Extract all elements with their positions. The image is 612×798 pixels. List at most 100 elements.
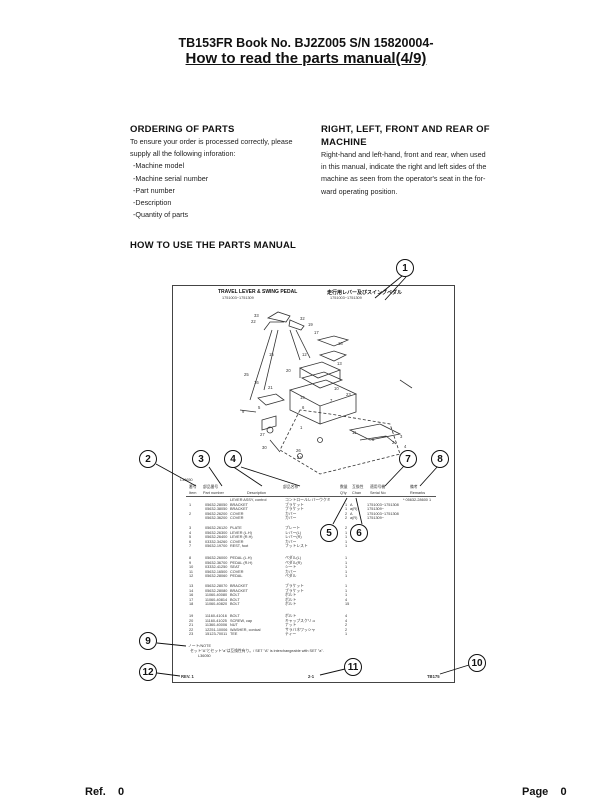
table-cell: レバー(L) [285,530,302,535]
table-cell: 05632-26120 [205,526,228,530]
table-cell: A [350,511,353,516]
table-cell: カバー [285,569,297,574]
table-cell: 1 [345,535,348,540]
table-cell: COVER [230,516,244,521]
table-cell: REST, foot [230,544,249,549]
note-text: セット"A"とセット"a"は互換性有り。/ SET "A" is interch… [190,649,324,653]
table-cell: 15123-70011 [205,632,228,637]
callout-8: 8 [431,450,449,468]
table-cell: WASHER, conical [230,627,261,632]
table-cell: 13 [189,584,194,588]
sample-title-en: TRAVEL LEVER & SWING PEDAL [218,289,298,295]
ordering-intro: To ensure your order is processed correc… [130,137,293,146]
table-cell: 11 [189,569,193,574]
table-cell: レバー(R) [285,535,302,540]
sample-serial-en: 1751003~1751309 [222,296,254,300]
diagram-part-label: 12 [302,352,307,357]
diagram-part-label: 1 [300,425,303,430]
table-cell: 1 [345,560,348,565]
table-cell: 16 [189,593,194,598]
table-cell: 2 [345,516,348,521]
table-cell: 20 [189,618,194,623]
table-cell: 21 [189,623,194,628]
diagram-part-label: 24 [297,455,302,460]
table-cell: BOLT [230,614,240,618]
table-cell: TEE [230,632,238,637]
ref-label-text: Ref. [85,786,106,798]
column-header: Description [247,491,266,495]
ordering-list-item: -Part number [133,185,175,195]
callout-2: 2 [139,450,157,468]
table-cell: 11360-40006 [205,623,228,628]
column-header: Remarks [410,491,426,495]
orientation-title-2: MACHINE [321,137,367,148]
diagram-part-label: 25 [244,372,249,377]
diagram-part-label: 26 [296,448,301,453]
table-cell: 12 [189,574,194,579]
table-cell: 1 [345,565,348,570]
column-header: Serial No [370,491,386,495]
diagram-part-label: 5 [258,405,261,410]
page-title: How to read the parts manual(4/9) [0,50,612,67]
ref-value: 0 [118,786,125,798]
table-cell: COVER [230,511,244,516]
diagram-part-label: 22 [251,319,256,324]
table-cell: a(R) [350,516,358,521]
callout-10: 10 [468,654,486,672]
table-cell: ペダル(R) [285,560,302,565]
table-cell: * 05632-28600 1 [403,498,432,502]
table-cell: 8 [189,556,192,560]
table-cell: 2 [345,526,348,530]
table-cell: ボルト [285,614,297,618]
page-number: Page 0 [522,786,567,798]
table-cell: 2 [189,511,192,516]
table-cell: 18 [189,602,194,607]
ordering-list-item: -Description [133,198,172,208]
table-cell: 12251-10006 [205,627,228,632]
table-cell: 4 [345,618,348,623]
diagram-part-label: 21 [268,385,273,390]
note-code: L36050 [198,654,211,658]
ordering-title: ORDERING OF PARTS [130,124,235,135]
table-cell: BRACKET [230,507,248,512]
table-cell: 19 [189,614,194,618]
table-cell: プレート [285,526,301,530]
table-cell: LEVER (R.H) [230,535,253,540]
callout-4: 4 [224,450,242,468]
diagram-part-label: 2 [392,440,395,445]
table-cell: 1 [345,588,348,593]
table-cell: 11060-40814 [205,597,228,602]
table-cell: 05632-26400 [205,535,228,540]
table-cell: 7 [189,544,192,549]
table-cell: ボルト [285,593,297,598]
table-cell: PEDAL (R.H) [230,560,253,565]
diagram-part-label: 10 [334,386,339,391]
table-cell: ボルト [285,597,297,602]
table-cell: カバー [285,511,297,516]
table-cell: 5 [189,535,192,540]
orientation-title: RIGHT, LEFT, FRONT AND REAR OF [321,124,490,135]
column-header: 部品番号 [203,485,219,489]
column-header: Chan [352,491,362,495]
column-header: 数量 [340,485,348,489]
table-cell: サラバネワッシャ [285,627,316,632]
sample-serial-jp: 1751003~1751309 [330,296,362,300]
table-cell: 3 [189,526,192,530]
diagram-part-label: 9 [242,409,245,414]
sample-title-jp: 走行用レバー及びスイングペダル [327,290,403,296]
page-value: 0 [560,786,567,798]
page-label-text: Page [522,786,549,798]
diagram-part-label: 18 [338,341,343,346]
ordering-list-item: -Machine serial number [133,173,209,183]
callout-3: 3 [192,450,210,468]
table-cell: LEVER (L.H) [230,530,252,535]
diagram-part-label: 30 [262,445,267,450]
table-cell: 1751003~1751308 [367,511,399,516]
table-cell: ナット [285,623,297,628]
orientation-body: Right-hand and left-hand, front and rear… [321,149,486,198]
table-cell: 1 [345,507,348,512]
table-cell: キャップスクリュ [285,618,316,623]
ref-label: Ref. 0 [85,786,124,798]
table-cell: コントロールレバーウクミ [285,498,331,502]
table-cell: PLATE [230,526,242,530]
